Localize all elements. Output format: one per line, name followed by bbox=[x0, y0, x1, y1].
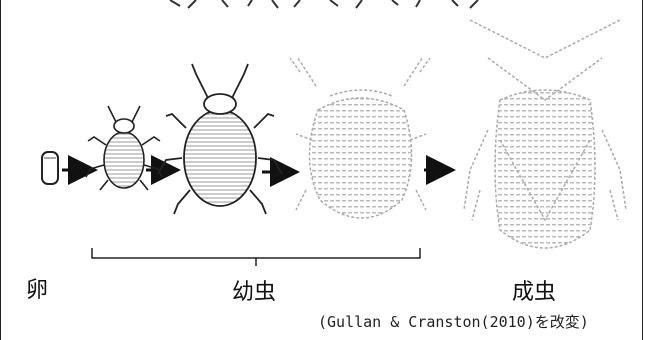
egg-label: 卵 bbox=[26, 272, 48, 304]
nymph-label: 幼虫 bbox=[232, 274, 276, 306]
nymph-stage-3-icon bbox=[290, 58, 430, 218]
adult-label: 成虫 bbox=[512, 274, 556, 306]
nymph-stage-2-icon bbox=[158, 64, 282, 214]
source-caption: (Gullan & Cranston(2010)を改変) bbox=[318, 311, 589, 332]
top-cropped-text bbox=[170, 0, 478, 8]
nymph-stage-1-icon bbox=[86, 106, 162, 190]
adult-icon bbox=[464, 20, 626, 248]
egg-icon bbox=[42, 152, 58, 184]
nymph-bracket bbox=[92, 248, 420, 266]
